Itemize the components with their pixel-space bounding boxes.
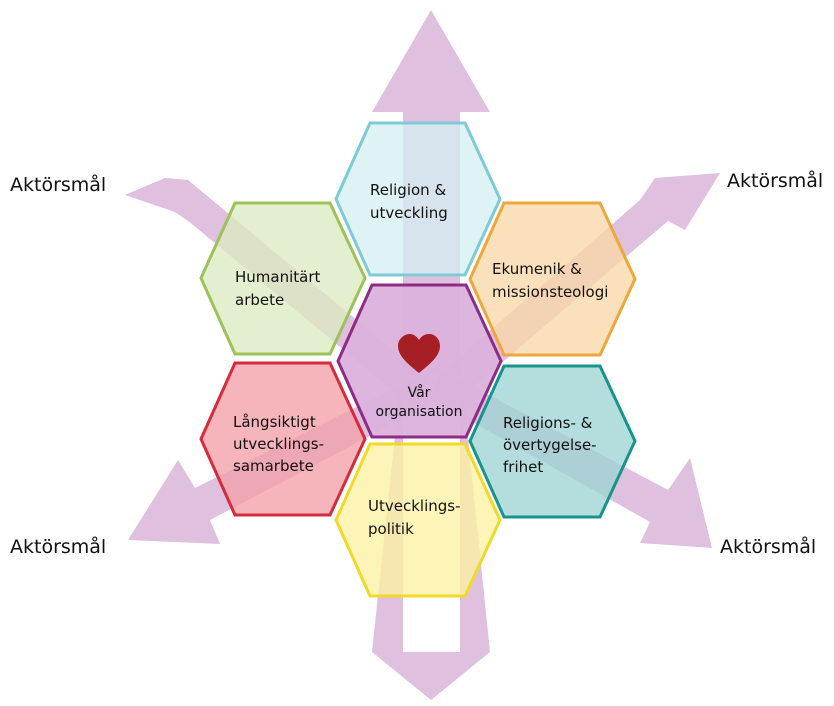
text-religionsfrihet-line: Religions- &	[503, 414, 593, 432]
label-bottom-right: Aktörsmål	[720, 536, 817, 558]
text-religionsfrihet-line: övertygelse-	[503, 436, 597, 454]
text-religion-utveckling-line: utveckling	[370, 204, 448, 222]
text-religionsfrihet: Religions- & övertygelse-frihet	[503, 414, 597, 476]
text-var-organisation: Vår organisation	[376, 384, 463, 420]
text-langsiktigt: Långsiktigt utvecklings-samarbete	[233, 413, 324, 475]
label-top-left: Aktörsmål	[10, 174, 107, 196]
text-var-organisation-line: Vår	[408, 384, 431, 401]
text-humanitart-arbete-line: Humanitärt	[235, 268, 321, 286]
text-religionsfrihet-line: frihet	[503, 458, 543, 476]
hexagons	[199, 121, 637, 598]
text-utvecklingspolitik-line: politik	[368, 520, 414, 538]
hexagon-utvecklingspolitik	[334, 442, 502, 598]
heart-icon	[398, 334, 440, 373]
label-top-right: Aktörsmål	[727, 170, 824, 192]
label-bottom-left: Aktörsmål	[10, 536, 107, 558]
hexagon-ekumenik	[468, 201, 637, 357]
hexagon-langsiktigt	[199, 361, 367, 517]
text-ekumenik-line: Ekumenik &	[492, 260, 582, 278]
text-utvecklingspolitik: Utvecklings-politik	[368, 497, 461, 538]
text-humanitart-arbete-line: arbete	[235, 291, 284, 309]
hexagon-religion-utveckling	[334, 121, 502, 277]
text-langsiktigt-line: Långsiktigt	[233, 413, 316, 431]
hexagon-humanitart-arbete	[199, 201, 367, 356]
text-religion-utveckling-line: Religion &	[370, 181, 446, 199]
text-ekumenik: Ekumenik & missionsteologi	[492, 260, 608, 301]
text-langsiktigt-line: samarbete	[233, 457, 314, 475]
text-langsiktigt-line: utvecklings-	[233, 435, 324, 453]
text-religion-utveckling: Religion & utveckling	[370, 181, 448, 222]
text-utvecklingspolitik-line: Utvecklings-	[368, 497, 461, 515]
hexagon-religionsfrihet	[468, 364, 637, 519]
text-humanitart-arbete: Humanitärt arbete	[235, 268, 321, 309]
text-var-organisation-line: organisation	[376, 404, 463, 420]
text-ekumenik-line: missionsteologi	[492, 283, 608, 301]
